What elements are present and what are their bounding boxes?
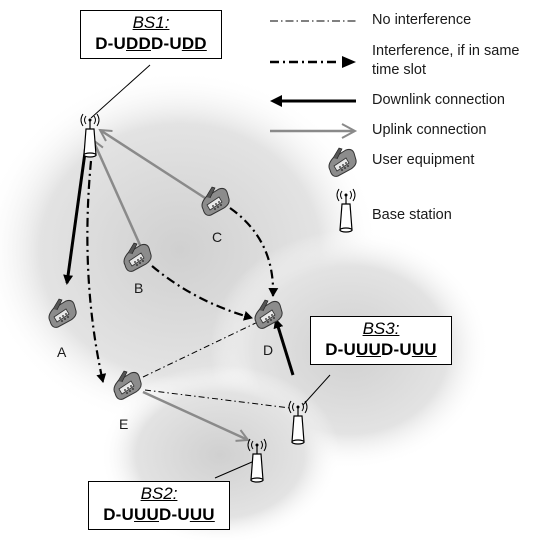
ue-label-a: A <box>57 344 67 360</box>
slot-segment: UU <box>134 505 159 524</box>
interference-bs1-e <box>86 141 107 383</box>
ue-label-c: C <box>212 229 223 245</box>
uplink-c-bs1 <box>100 130 206 200</box>
legend-user-equipment-label: User equipment <box>372 152 475 168</box>
interference-b-d <box>151 265 253 321</box>
slot-segment: D-U <box>103 505 135 524</box>
legend-uplink-arrow <box>341 123 358 139</box>
ue-label-e: E <box>119 416 129 432</box>
slot-segment: DD <box>126 34 151 53</box>
legend-downlink-arrow <box>270 95 282 107</box>
slot-segment: D-U <box>151 34 182 53</box>
slot-segment: DD <box>181 34 207 53</box>
slot-segment: D-U <box>325 340 357 359</box>
bs2-name: BS2: <box>140 484 178 503</box>
uplink-e-bs2 <box>142 390 248 440</box>
interference-c-d <box>229 207 279 297</box>
bs2-slot-pattern: D-UUUD-UUU <box>95 504 223 526</box>
slot-segment: UU <box>189 505 215 524</box>
bs1-box: BS1: D-UDDD-UDD <box>80 10 222 59</box>
ue-label-b: B <box>134 280 144 296</box>
legend-interference-arrow <box>342 56 356 68</box>
slot-segment: D-U <box>95 34 127 53</box>
slot-segment: UU <box>356 340 381 359</box>
downlink-bs1-a <box>63 137 89 285</box>
slot-segment: D-U <box>381 340 412 359</box>
bs3-slot-pattern: D-UUUD-UUU <box>317 339 445 361</box>
uplink-b-bs1 <box>93 140 142 246</box>
bs1-callout-line <box>90 64 151 119</box>
slot-segment: D-U <box>159 505 190 524</box>
no-interference-e-bs3 <box>144 389 291 409</box>
no-interference-e-d <box>142 319 263 378</box>
ue-label-d: D <box>263 342 274 358</box>
legend-interference-label: Interference, if in same time slot <box>372 43 520 78</box>
legend-uplink-label: Uplink connection <box>372 122 487 138</box>
bs1-slot-pattern: D-UDDD-UDD <box>87 33 215 55</box>
slot-segment: UU <box>411 340 437 359</box>
bs3-box: BS3: D-UUUD-UUU <box>310 316 452 365</box>
bs2-box: BS2: D-UUUD-UUU <box>88 481 230 530</box>
bs3-callout-line <box>302 374 331 406</box>
bs3-name: BS3: <box>362 319 400 338</box>
legend-no-interference-label: No interference <box>372 12 472 28</box>
downlink-bs3-d <box>273 318 295 376</box>
legend-downlink-label: Downlink connection <box>372 92 505 108</box>
bs1-name: BS1: <box>132 13 170 32</box>
legend-base-station-label: Base station <box>372 207 452 223</box>
bs2-callout-line <box>214 461 253 479</box>
